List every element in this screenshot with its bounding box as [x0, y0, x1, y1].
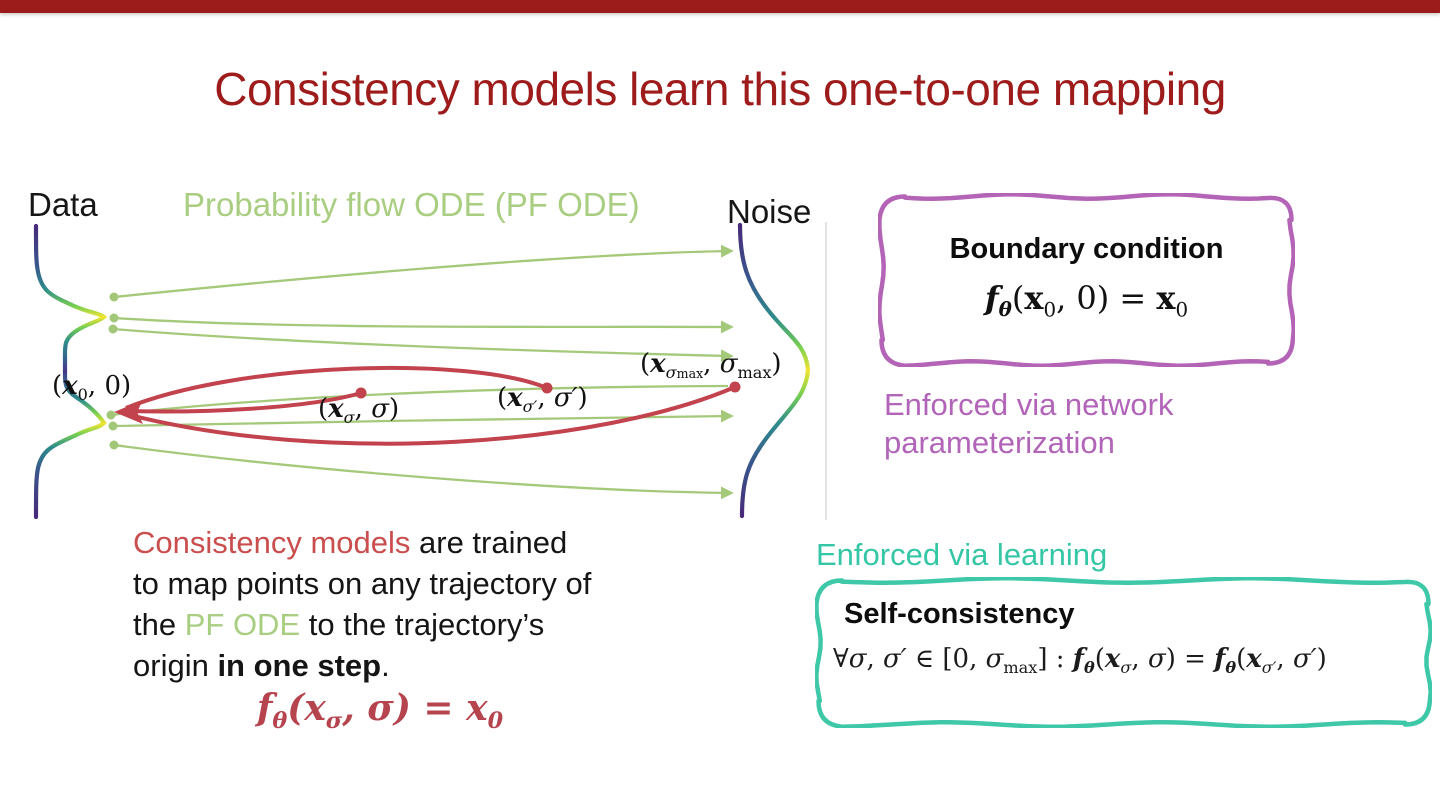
- data-distribution-curve: [33, 223, 108, 520]
- noise-distribution-curve: [737, 222, 811, 519]
- point-label-x0: (x0, 0): [52, 371, 132, 405]
- top-accent-bar: [0, 0, 1440, 13]
- boundary-box-border: [878, 193, 1295, 367]
- data-label: Data: [28, 186, 98, 223]
- self-consistency-heading: Self-consistency: [844, 598, 1075, 630]
- pf-ode-diagram: [33, 222, 827, 520]
- one-step-formula: fθ(xσ, σ) = x0: [256, 687, 504, 735]
- pf-ode-trajectories: [110, 244, 734, 500]
- point-label-xsigma: (xσ, σ): [318, 394, 400, 428]
- enforced-learning-note: Enforced via learning: [816, 537, 1108, 572]
- trajectory-start-dots: [106, 292, 119, 450]
- self-consistency-formula: ∀σ, σ′ ∈ [0, σmax] : fθ(xσ, σ) = fθ(xσ′,…: [833, 644, 1327, 678]
- point-label-xsigma-prime: (xσ′, σ′): [497, 383, 588, 417]
- trajectory-point-dots: [355, 381, 741, 399]
- point-label-xsigma-max: (xσmax, σmax): [640, 349, 782, 383]
- boundary-condition-box: Boundary condition fθ(x0, 0) = x0: [878, 193, 1295, 367]
- boundary-condition-heading: Boundary condition: [949, 233, 1224, 265]
- pf-ode-label: Probability flow ODE (PF ODE): [183, 186, 640, 223]
- slide-title: Consistency models learn this one-to-one…: [214, 63, 1226, 115]
- noise-label: Noise: [727, 193, 812, 230]
- self-consistency-box-border: [815, 577, 1432, 728]
- consistency-arrowhead: [114, 400, 143, 424]
- consistency-mapping-curves: [125, 365, 736, 446]
- self-consistency-box: Self-consistency ∀σ, σ′ ∈ [0, σmax] : fθ…: [815, 577, 1432, 728]
- boundary-condition-formula: fθ(x0, 0) = x0: [984, 279, 1189, 322]
